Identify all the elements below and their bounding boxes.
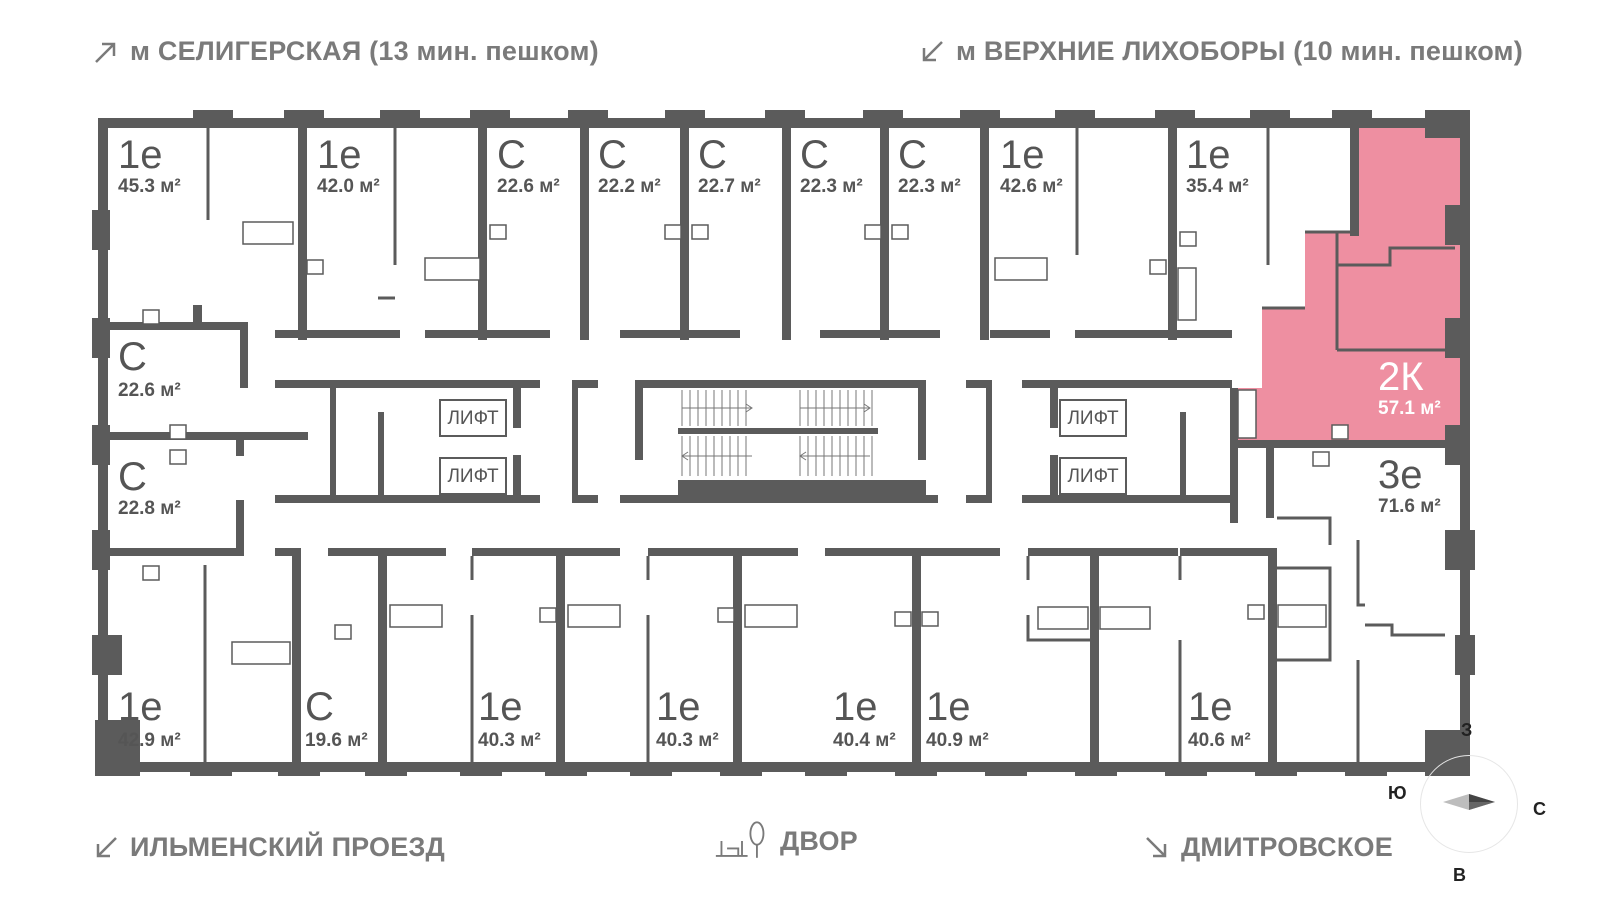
unit-5[interactable]: С22.7 м² bbox=[698, 133, 761, 197]
unit-type: С bbox=[497, 133, 526, 177]
unit-area: 40.6 м² bbox=[1188, 730, 1251, 751]
staircase bbox=[681, 390, 873, 476]
unit-type: 1е bbox=[926, 685, 971, 729]
courtyard-icon bbox=[715, 821, 765, 858]
unit-type: 1е bbox=[1188, 685, 1233, 729]
lift-label: ЛИФТ bbox=[447, 408, 499, 429]
unit-area: 40.4 м² bbox=[833, 730, 896, 751]
lifts: ЛИФТ ЛИФТ ЛИФТ ЛИФТ bbox=[439, 399, 1127, 495]
unit-area: 22.6 м² bbox=[497, 176, 560, 197]
unit-area: 45.3 м² bbox=[118, 176, 181, 197]
unit-type: С bbox=[305, 685, 334, 729]
lift-label: ЛИФТ bbox=[447, 466, 499, 487]
unit-area: 22.7 м² bbox=[698, 176, 761, 197]
direction-bottom-right: ДМИТРОВСКОЕ bbox=[1143, 832, 1393, 863]
unit-area: 42.0 м² bbox=[317, 176, 380, 197]
arrow-down-left-icon bbox=[922, 40, 943, 61]
compass-south: В bbox=[1453, 865, 1466, 885]
unit-area: 22.3 м² bbox=[898, 176, 961, 197]
unit-type: 1е bbox=[118, 133, 163, 177]
unit-type: 1е bbox=[1000, 133, 1045, 177]
unit-4[interactable]: С22.2 м² bbox=[598, 133, 661, 197]
core-walls bbox=[108, 380, 1470, 556]
unit-area: 42.9 м² bbox=[118, 730, 181, 751]
unit-area: 22.6 м² bbox=[118, 380, 181, 401]
unit-area: 22.3 м² bbox=[800, 176, 863, 197]
direction-top-left: м СЕЛИГЕРСКАЯ (13 мин. пешком) bbox=[92, 36, 599, 67]
unit-type: 1е bbox=[833, 685, 878, 729]
direction-bottom-left: ИЛЬМЕНСКИЙ ПРОЕЗД bbox=[92, 832, 445, 863]
direction-bottom-center: ДВОР bbox=[714, 820, 858, 862]
unit-type: С bbox=[800, 133, 829, 177]
unit-type: С bbox=[898, 133, 927, 177]
unit-type: 1е bbox=[118, 685, 163, 729]
unit-6[interactable]: С22.3 м² bbox=[800, 133, 863, 197]
unit-15[interactable]: С19.6 м² bbox=[305, 685, 368, 751]
unit-area: 22.8 м² bbox=[118, 498, 181, 519]
fixtures bbox=[142, 221, 1349, 665]
arrow-up-right-icon bbox=[95, 42, 116, 63]
highlighted-apartment-2k[interactable] bbox=[1236, 127, 1462, 440]
unit-type: 1е bbox=[1186, 133, 1231, 177]
compass-circle bbox=[1420, 755, 1518, 853]
lift-label: ЛИФТ bbox=[1067, 466, 1119, 487]
bottom-row-walls bbox=[275, 548, 1277, 762]
unit-type: 2К bbox=[1378, 355, 1424, 399]
unit-11[interactable]: С22.6 м² bbox=[118, 335, 181, 401]
unit-area: 42.6 м² bbox=[1000, 176, 1063, 197]
unit-type: С bbox=[698, 133, 727, 177]
compass-north: З bbox=[1461, 720, 1473, 740]
lift-label: ЛИФТ bbox=[1067, 408, 1119, 429]
unit-area: 71.6 м² bbox=[1378, 496, 1441, 517]
unit-type: С bbox=[118, 455, 147, 499]
unit-type: 1е bbox=[656, 685, 701, 729]
direction-label: ДМИТРОВСКОЕ bbox=[1181, 832, 1393, 862]
unit-type: С bbox=[598, 133, 627, 177]
arrow-down-left-icon bbox=[96, 836, 117, 857]
unit-type: С bbox=[118, 335, 147, 379]
unit-area: 40.9 м² bbox=[926, 730, 989, 751]
unit-12[interactable]: С22.8 м² bbox=[118, 455, 181, 519]
compass: З Ю С В bbox=[1385, 715, 1575, 895]
unit-area: 35.4 м² bbox=[1186, 176, 1249, 197]
top-row-walls bbox=[108, 118, 1359, 388]
unit-7[interactable]: С22.3 м² bbox=[898, 133, 961, 197]
compass-arrow-icon bbox=[1443, 794, 1495, 810]
unit-type: 3е bbox=[1378, 453, 1423, 497]
compass-west: Ю bbox=[1388, 783, 1407, 803]
unit-area: 57.1 м² bbox=[1378, 398, 1441, 419]
direction-label: ДВОР bbox=[780, 825, 858, 856]
unit-area: 19.6 м² bbox=[305, 730, 368, 751]
arrow-down-right-icon bbox=[1146, 836, 1167, 857]
unit-area: 22.2 м² bbox=[598, 176, 661, 197]
unit-area: 40.3 м² bbox=[478, 730, 541, 751]
direction-top-right: м ВЕРХНИЕ ЛИХОБОРЫ (10 мин. пешком) bbox=[918, 36, 1523, 67]
unit-area: 40.3 м² bbox=[656, 730, 719, 751]
compass-east: С bbox=[1533, 799, 1546, 819]
direction-label: ИЛЬМЕНСКИЙ ПРОЕЗД bbox=[130, 832, 445, 862]
direction-label: м ВЕРХНИЕ ЛИХОБОРЫ (10 мин. пешком) bbox=[956, 36, 1523, 66]
unit-type: 1е bbox=[478, 685, 523, 729]
unit-type: 1е bbox=[317, 133, 362, 177]
unit-3[interactable]: С22.6 м² bbox=[497, 133, 560, 197]
direction-label: м СЕЛИГЕРСКАЯ (13 мин. пешком) bbox=[130, 36, 599, 66]
bottom-row-partitions bbox=[203, 516, 1445, 762]
top-row-partitions bbox=[206, 128, 1455, 352]
